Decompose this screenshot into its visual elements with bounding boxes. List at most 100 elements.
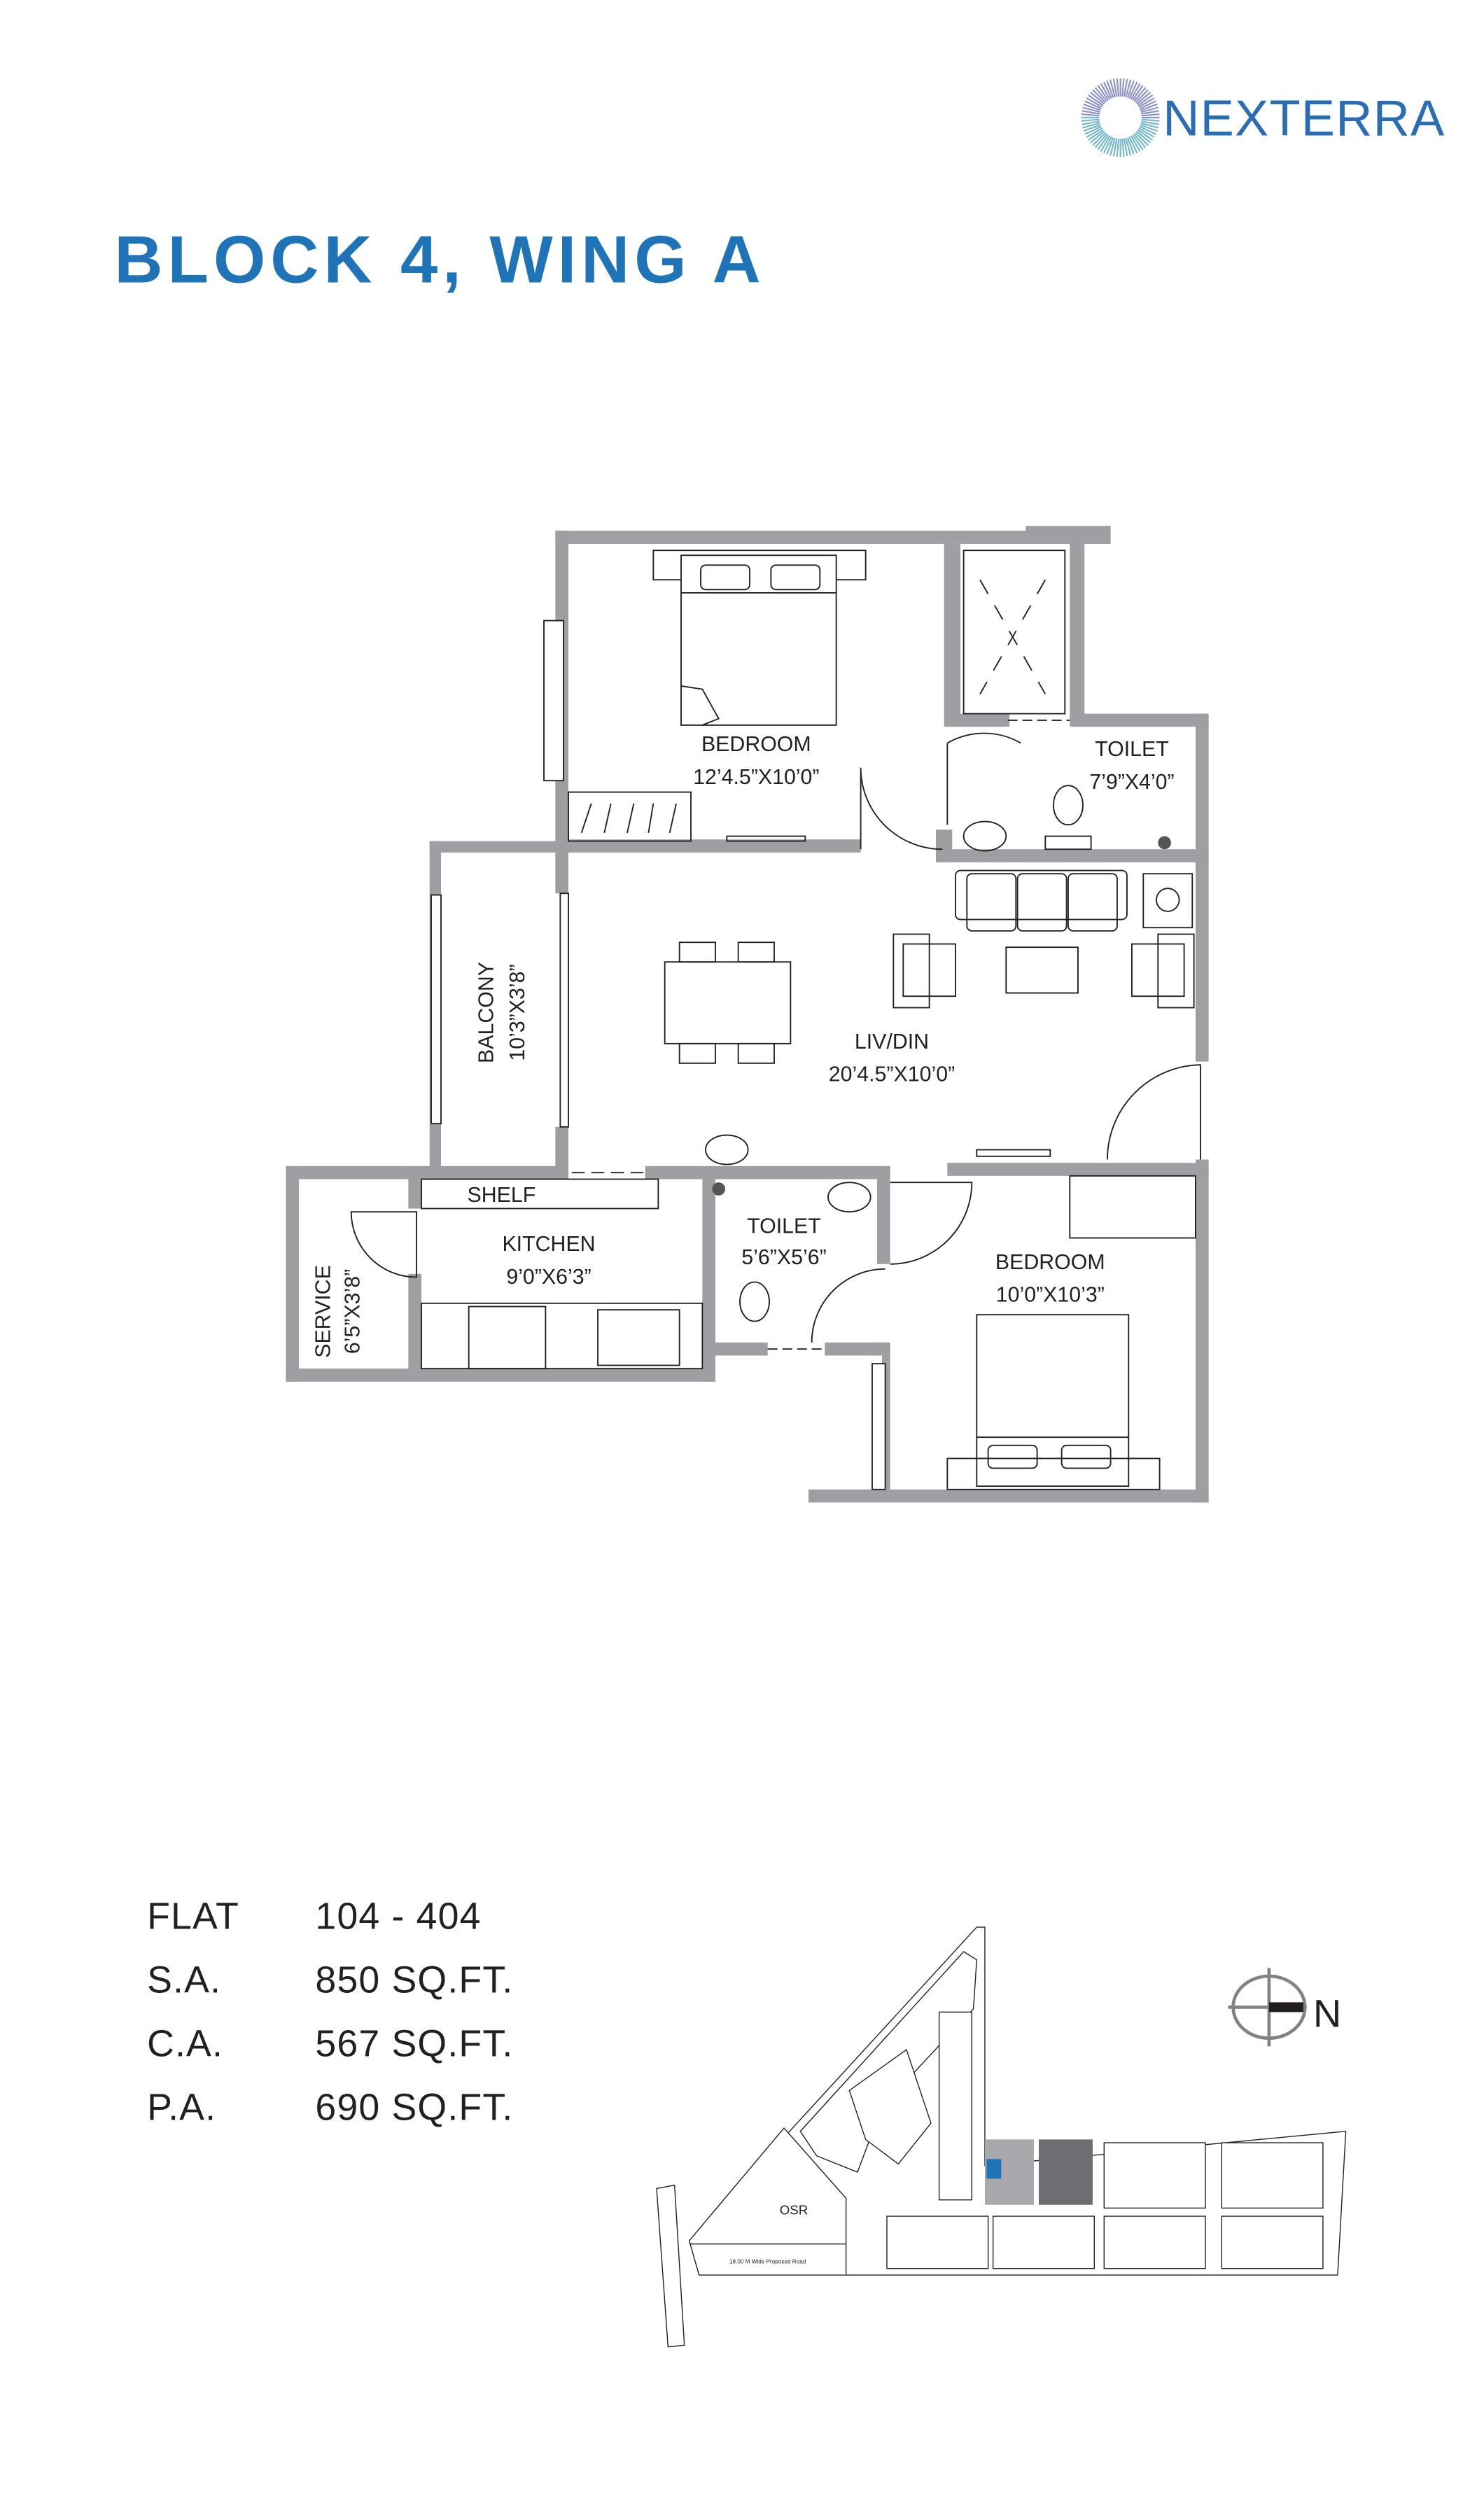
- spec-value: 850 SQ.FT.: [315, 1959, 513, 2001]
- logo-ray: [1135, 89, 1149, 104]
- logo-ray: [1132, 134, 1144, 150]
- logo-ray: [1137, 129, 1154, 141]
- page-title: BLOCK 4, WING A: [114, 223, 765, 298]
- logo-ray: [1110, 138, 1116, 156]
- window: [872, 1363, 886, 1490]
- shower: [962, 550, 1066, 715]
- counter: [421, 1302, 704, 1370]
- room-label: BEDROOM: [995, 1251, 1105, 1274]
- logo-ray: [1092, 132, 1106, 146]
- logo-ray: [1136, 130, 1152, 144]
- wc: [1053, 785, 1084, 826]
- logo-ray: [1110, 79, 1116, 97]
- room-size: 6’5”X3’8”: [341, 1269, 364, 1354]
- logo-ray: [1084, 100, 1102, 110]
- logo-ray: [1127, 80, 1135, 98]
- logo-ray: [1123, 78, 1128, 97]
- door: [946, 732, 1021, 825]
- logo-ray: [1090, 92, 1105, 105]
- room-label: KITCHEN: [502, 1233, 595, 1256]
- logo-ray: [1139, 125, 1156, 135]
- logo-ray: [1139, 100, 1156, 110]
- wardrobe: [568, 791, 692, 842]
- bed: [652, 550, 867, 726]
- tv-unit: [726, 835, 806, 842]
- logo-ray: [1137, 94, 1154, 106]
- logo-ray: [1112, 138, 1118, 157]
- logo-ray: [1102, 136, 1112, 154]
- logo-ray: [1130, 135, 1141, 153]
- logo-ray: [1088, 94, 1104, 106]
- door: [860, 767, 943, 850]
- logo-ray: [1112, 78, 1118, 97]
- logo-ray: [1082, 122, 1100, 129]
- wc: [739, 1281, 770, 1322]
- logo-ray: [1106, 80, 1114, 98]
- bed: [946, 1314, 1161, 1490]
- room-size: 20’4.5”X10’0”: [829, 1063, 955, 1086]
- logo-ray: [1097, 134, 1110, 150]
- logo-ray: [1136, 92, 1152, 105]
- logo-ray: [1138, 127, 1155, 138]
- logo-ray: [1125, 79, 1132, 97]
- spec-value: 104 - 404: [315, 1895, 481, 1937]
- logo-ray: [1123, 138, 1128, 157]
- logo-ray: [1083, 124, 1101, 132]
- logo-ray: [1084, 125, 1102, 135]
- door: [350, 1211, 417, 1278]
- logo-ray: [1135, 132, 1149, 146]
- spec-value: 690 SQ.FT.: [315, 2086, 513, 2128]
- logo-ray: [1086, 97, 1102, 108]
- room-size: 5’6”X5’6”: [741, 1246, 826, 1269]
- window: [559, 892, 569, 1128]
- logo-ray: [1094, 133, 1107, 148]
- wardrobe: [1069, 1175, 1196, 1239]
- spec-label: S.A.: [147, 1959, 221, 2001]
- door: [811, 1268, 886, 1343]
- logo-ring-icon: [1081, 78, 1160, 157]
- logo-ray: [1100, 83, 1111, 100]
- room-label: LIV/DIN: [855, 1030, 929, 1054]
- logo-ray: [1083, 103, 1101, 111]
- sofa: [892, 869, 1195, 1009]
- room-size: 7’9”X4’0”: [1089, 771, 1174, 794]
- spec-label: P.A.: [147, 2086, 216, 2128]
- logo-ray: [1141, 113, 1160, 117]
- stove: [468, 1306, 547, 1370]
- logo-ray: [1133, 87, 1147, 102]
- logo-ray: [1133, 133, 1147, 148]
- window: [430, 894, 442, 1125]
- site-buildings: [799, 1951, 1324, 2269]
- logo-ray: [1132, 85, 1144, 101]
- room-size: 10’0”X10’3”: [996, 1283, 1105, 1306]
- room-label: TOILET: [747, 1215, 821, 1238]
- spec-value: 567 SQ.FT.: [315, 2022, 513, 2064]
- logo-ray: [1094, 87, 1107, 102]
- logo-ray: [1097, 85, 1110, 101]
- room-label: TOILET: [1095, 738, 1169, 761]
- logo-ray: [1141, 120, 1159, 125]
- logo-ray: [1140, 124, 1158, 132]
- spec-label: FLAT: [147, 1895, 239, 1937]
- north-compass-icon: [1228, 1968, 1307, 2047]
- osr-label: OSR: [780, 2203, 808, 2218]
- north-label: N: [1313, 1991, 1341, 2035]
- room-label: SERVICE: [312, 1265, 335, 1358]
- dining-table: [664, 941, 792, 1064]
- logo-ray: [1086, 127, 1102, 138]
- brand-name: NEXTERRA: [1163, 91, 1445, 147]
- logo-ray: [1121, 139, 1125, 157]
- logo-ray: [1128, 136, 1138, 154]
- tv-unit: [976, 1149, 1051, 1157]
- logo-ray: [1116, 78, 1120, 97]
- logo-ray: [1102, 81, 1112, 99]
- logo-ray: [1140, 106, 1158, 113]
- logo-ray: [1141, 110, 1159, 115]
- logo-ray: [1082, 120, 1100, 125]
- road-label: 18.00 M Wide Proposed Road: [729, 2259, 806, 2265]
- room-size: 9’0”X6’3”: [506, 1266, 591, 1289]
- logo-ray: [1100, 135, 1111, 153]
- room-size: 10’3”X3’8”: [506, 964, 529, 1060]
- logo-ray: [1121, 78, 1125, 97]
